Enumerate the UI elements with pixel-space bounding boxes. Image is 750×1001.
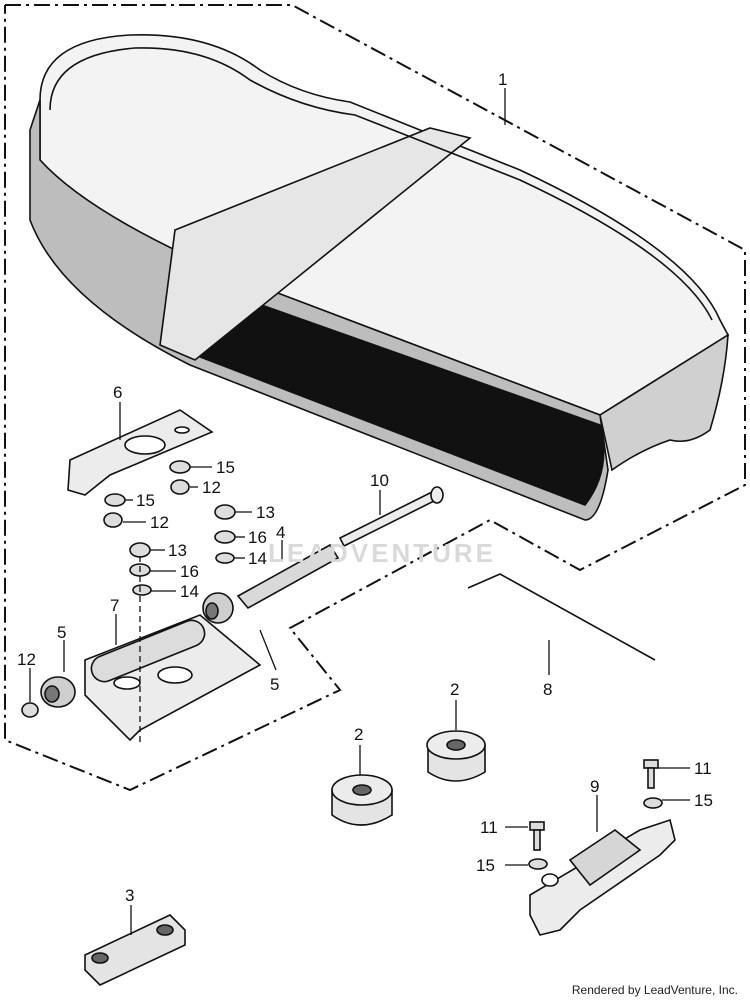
- callout-6: 6: [113, 383, 122, 402]
- callout-12b: 12: [150, 513, 169, 532]
- callout-12c: 12: [17, 650, 36, 669]
- cushion-2a: [331, 774, 393, 826]
- washer-stack-right: [214, 504, 236, 564]
- seat-lock-9: [529, 818, 676, 936]
- stopper-3: [84, 914, 186, 986]
- pin-4: [236, 543, 340, 610]
- callout-14b: 14: [180, 582, 199, 601]
- callout-13a: 13: [256, 503, 275, 522]
- callout-15a: 15: [216, 458, 235, 477]
- callout-2a: 2: [354, 725, 363, 744]
- callout-9: 9: [590, 777, 599, 796]
- cushion-2b: [426, 730, 486, 782]
- callout-13b: 13: [168, 541, 187, 560]
- callout-3: 3: [125, 886, 134, 905]
- callout-10: 10: [370, 471, 389, 490]
- callout-15b: 15: [136, 491, 155, 510]
- callout-5a: 5: [57, 623, 66, 642]
- callout-15d: 15: [476, 856, 495, 875]
- callout-2b: 2: [450, 680, 459, 699]
- footer-credit: Rendered by LeadVenture, Inc.: [571, 983, 738, 997]
- hinge-plate-7: [84, 614, 262, 742]
- watermark: LEADVENTURE: [268, 538, 497, 568]
- seat: [29, 33, 730, 521]
- assembly-outline: [4, 4, 746, 792]
- callout-8: 8: [543, 680, 552, 699]
- callout-4: 4: [276, 523, 285, 542]
- callout-7: 7: [110, 596, 119, 615]
- callout-15c: 15: [694, 791, 713, 810]
- callout-11a: 11: [694, 759, 712, 778]
- hex-wrench-8: [467, 573, 656, 661]
- callout-11b: 11: [480, 818, 498, 837]
- callout-16b: 16: [180, 562, 199, 581]
- callout-5b: 5: [270, 675, 279, 694]
- bracket-6: [67, 409, 214, 496]
- callout-16a: 16: [248, 528, 267, 547]
- bolts-11: [528, 759, 663, 870]
- washer-stack-left: [21, 460, 191, 718]
- leader-lines: [29, 88, 690, 935]
- callout-12a: 12: [202, 478, 221, 497]
- callout-14a: 14: [248, 549, 267, 568]
- callout-1: 1: [498, 70, 507, 89]
